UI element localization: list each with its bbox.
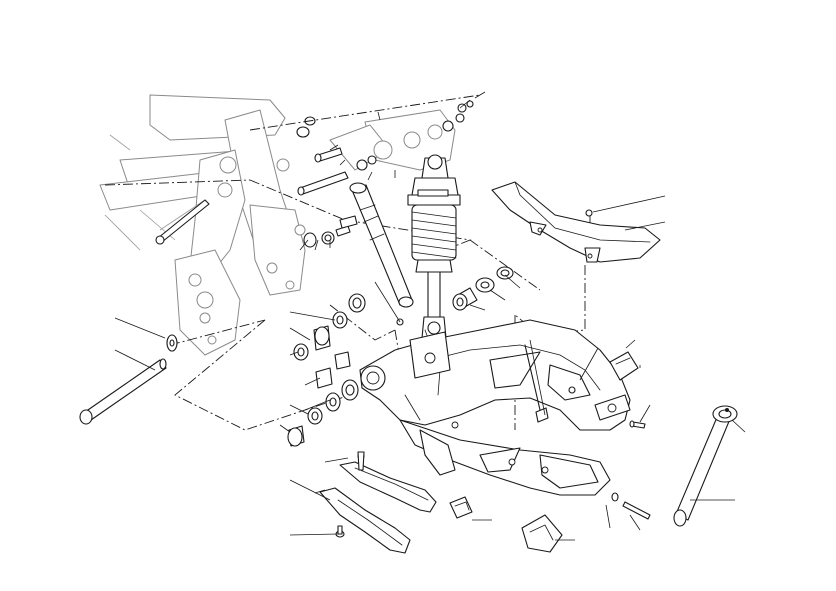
frame-ghost [99,94,306,356]
chain-slider [319,451,437,554]
chain-guard [491,181,666,263]
rear-axle [673,405,738,527]
small-parts [449,344,651,553]
swingarm-pivot-bushings [166,293,366,447]
swingarm [359,319,631,496]
swingarm-pivot-shaft [79,358,167,425]
shock-bushings [303,215,514,311]
linkage-rod [349,182,414,326]
leader-lines [114,91,746,541]
